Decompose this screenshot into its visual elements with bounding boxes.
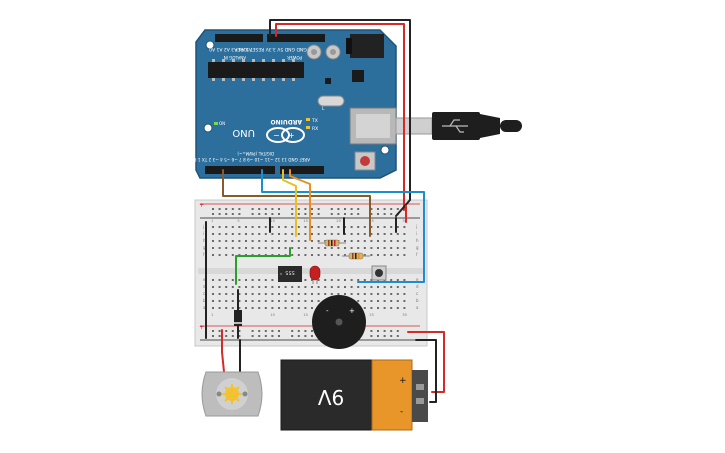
wire-battery-black[interactable] bbox=[415, 339, 437, 403]
wire-battery-red[interactable] bbox=[407, 331, 445, 393]
push-button[interactable] bbox=[371, 265, 387, 281]
rx-label: RX bbox=[312, 126, 318, 132]
on-led-label: ON bbox=[219, 121, 225, 126]
svg-text:+: + bbox=[199, 324, 204, 331]
arduino-uno-board[interactable]: A5 A4 A3 A2 A1 A0 ANALOG IN VIN GND GND … bbox=[186, 29, 397, 179]
power-header[interactable] bbox=[267, 34, 325, 42]
digital-header-left[interactable] bbox=[205, 166, 275, 174]
diode[interactable] bbox=[234, 310, 242, 326]
row-letter: e bbox=[203, 277, 206, 282]
battery-plus-label: + bbox=[399, 376, 407, 386]
column-number: 15 bbox=[303, 313, 307, 317]
svg-text:+: + bbox=[199, 202, 204, 209]
row-letter: d bbox=[203, 284, 206, 289]
crystal-oscillator bbox=[317, 95, 345, 107]
row-letter: a bbox=[203, 305, 206, 310]
svg-text:+: + bbox=[288, 131, 295, 140]
row-letter: b bbox=[203, 298, 206, 303]
board-brand-label: ARDUINO bbox=[271, 118, 302, 125]
battery-9v[interactable]: 9V + - bbox=[280, 359, 428, 431]
dc-power-jack[interactable] bbox=[350, 34, 384, 58]
column-number: 1 bbox=[211, 219, 213, 223]
digital-pins-label: AREF GND 13 12 ~11 ~10 ~9 8 7 ~6 ~5 4 ~3… bbox=[186, 157, 310, 162]
analog-pins-label: A5 A4 A3 A2 A1 A0 bbox=[209, 46, 252, 52]
row-letter: d bbox=[416, 284, 419, 289]
column-number: 10 bbox=[270, 313, 274, 317]
wire-yellow[interactable] bbox=[282, 169, 297, 237]
row-letter: f bbox=[203, 252, 205, 257]
column-number: 30 bbox=[402, 313, 406, 317]
arduino-logo-icon: − + bbox=[266, 127, 305, 143]
row-letter: h bbox=[416, 238, 419, 243]
battery-minus-label: - bbox=[400, 407, 403, 417]
analog-in-label: ANALOG IN bbox=[224, 55, 246, 60]
atmega-chip bbox=[208, 62, 304, 78]
wire-motor-red[interactable] bbox=[221, 329, 225, 373]
motor-gear-icon bbox=[222, 384, 242, 404]
column-number: 5 bbox=[237, 219, 239, 223]
usb-symbol-icon bbox=[442, 119, 468, 133]
dc-motor[interactable] bbox=[201, 371, 263, 417]
row-letter: i bbox=[416, 231, 417, 236]
board-model-label: UNO bbox=[232, 127, 255, 138]
column-number: 10 bbox=[270, 219, 274, 223]
wire-orange[interactable] bbox=[289, 169, 311, 241]
row-letter: h bbox=[203, 238, 206, 243]
battery-snap-connector[interactable] bbox=[412, 370, 428, 422]
wires bbox=[205, 19, 445, 403]
resistor-2[interactable] bbox=[342, 252, 370, 260]
row-letter: g bbox=[203, 245, 206, 250]
row-letter: e bbox=[416, 277, 419, 282]
timer-chip-555[interactable]: 555 bbox=[278, 266, 302, 282]
svg-text:−: − bbox=[273, 131, 280, 140]
power-label: POWER bbox=[287, 55, 302, 60]
digital-header-right[interactable] bbox=[280, 166, 324, 174]
column-number: 25 bbox=[369, 219, 373, 223]
row-letter: b bbox=[416, 298, 419, 303]
row-letter: g bbox=[416, 245, 419, 250]
row-letter: c bbox=[203, 291, 205, 296]
tx-label: TX bbox=[311, 118, 318, 124]
row-letter: j bbox=[415, 224, 417, 229]
breadboard-holes bbox=[212, 208, 406, 337]
buzzer-minus-label: - bbox=[326, 307, 329, 315]
column-number: 25 bbox=[369, 313, 373, 317]
usb-cable[interactable] bbox=[395, 112, 522, 140]
row-letter: j bbox=[202, 224, 204, 229]
row-letter: f bbox=[416, 252, 418, 257]
resistor-1[interactable] bbox=[318, 239, 346, 247]
column-number: 20 bbox=[336, 219, 340, 223]
wire-green[interactable] bbox=[235, 247, 291, 285]
buzzer-plus-label: + bbox=[349, 307, 355, 315]
piezo-buzzer[interactable]: - + bbox=[312, 295, 366, 349]
power-pins-label: VIN GND GND 5V 3.3V RESET IOREF bbox=[235, 46, 316, 52]
battery-voltage-label: 9V bbox=[317, 385, 344, 409]
row-letter: a bbox=[416, 305, 419, 310]
row-letter: c bbox=[416, 291, 418, 296]
chip-label: 555 bbox=[285, 269, 295, 275]
row-letter: i bbox=[203, 231, 204, 236]
wire-blue[interactable] bbox=[261, 169, 425, 283]
l-led-label: L bbox=[322, 106, 325, 112]
column-number: 30 bbox=[402, 219, 406, 223]
red-led[interactable] bbox=[309, 265, 321, 284]
column-number: 1 bbox=[211, 313, 213, 317]
analog-header[interactable] bbox=[215, 34, 263, 42]
digital-label: DIGITAL (PWM=~) bbox=[237, 151, 274, 156]
column-number: 15 bbox=[303, 219, 307, 223]
wire-red-5v[interactable] bbox=[275, 23, 405, 211]
